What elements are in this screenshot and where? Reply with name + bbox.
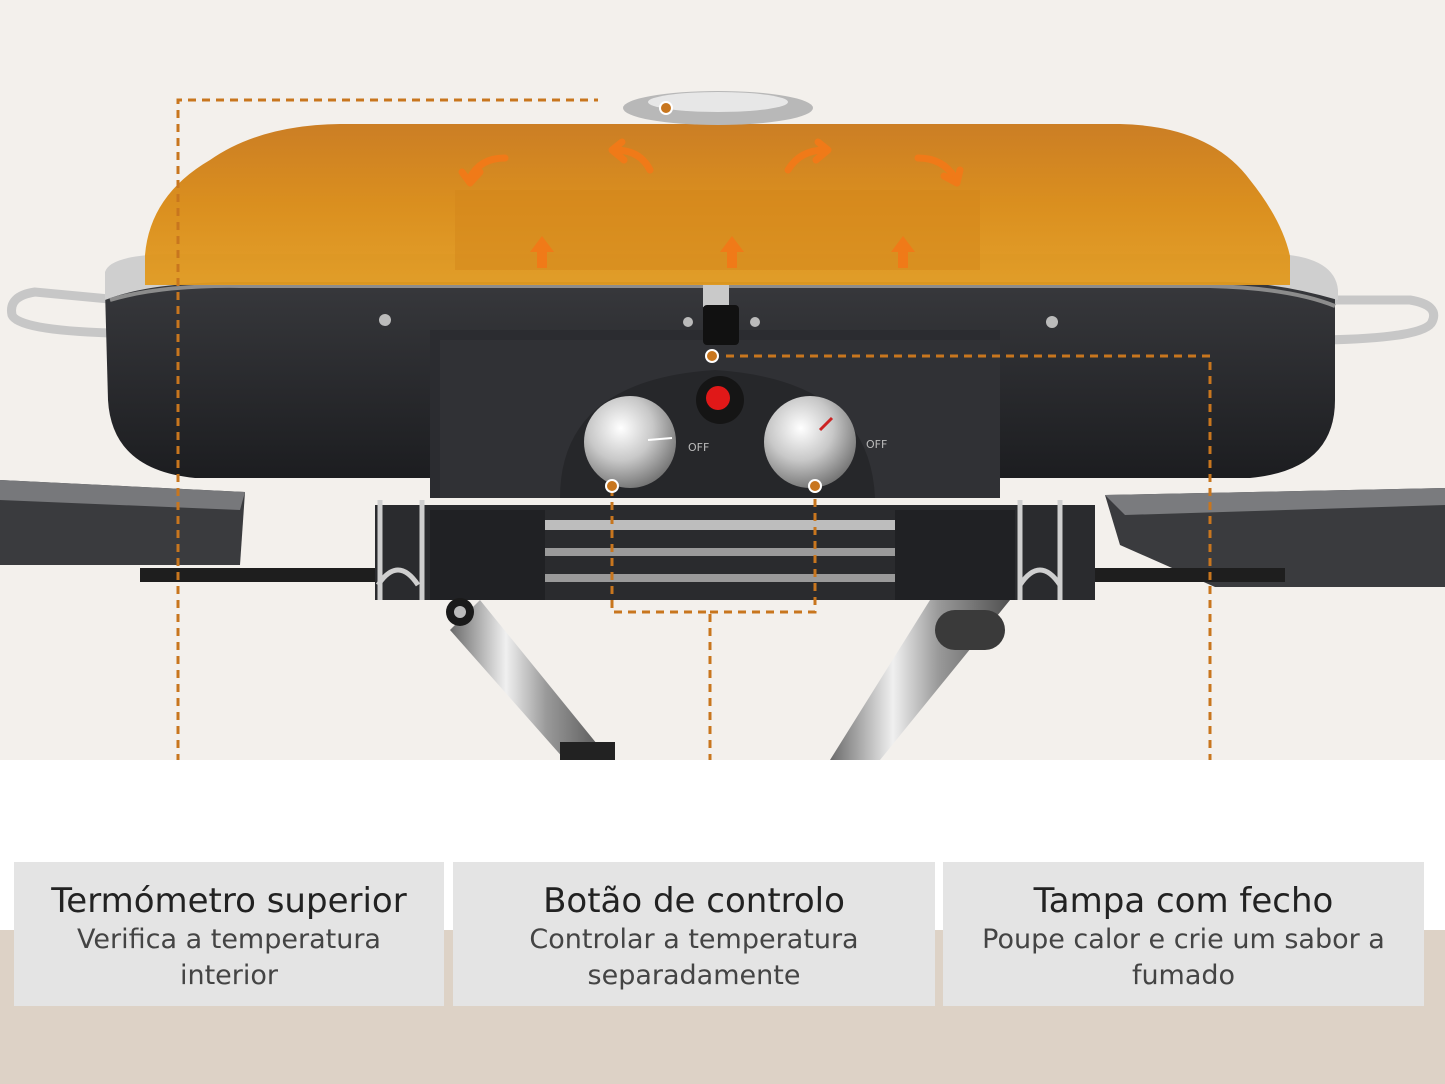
callout-description: Poupe calor e crie um sabor a fumado <box>982 924 1385 991</box>
side-handles <box>7 287 1439 345</box>
callout-description: Verifica a temperatura interior <box>77 924 381 991</box>
callout-title: Tampa com fecho <box>1033 881 1334 921</box>
callout-card-lid-latch: Tampa com fecho Poupe calor e crie um sa… <box>943 862 1424 1006</box>
legs <box>450 600 1010 760</box>
callout-markers <box>605 101 822 493</box>
callout-description: Controlar a temperatura separadamente <box>529 924 859 991</box>
callout-lines <box>176 98 1212 860</box>
side-tables <box>0 480 1445 587</box>
ignition-button[interactable] <box>696 376 744 424</box>
lid-latch <box>703 285 739 345</box>
callout-title: Botão de controlo <box>543 881 845 921</box>
rising-heat-arrows <box>530 236 915 268</box>
callout-card-thermometer: Termómetro superior Verifica a temperatu… <box>14 862 444 1006</box>
off-label-right: OFF <box>866 438 887 451</box>
control-knob-right[interactable] <box>764 396 856 488</box>
heat-arrows <box>458 138 964 187</box>
off-label-left: OFF <box>688 441 709 454</box>
thermometer <box>623 91 813 125</box>
frame <box>140 500 1285 626</box>
grill-lid <box>145 124 1290 285</box>
callout-card-control-knob: Botão de controlo Controlar a temperatur… <box>453 862 935 1006</box>
callout-title: Termómetro superior <box>51 881 407 921</box>
control-knob-left[interactable] <box>584 396 676 488</box>
